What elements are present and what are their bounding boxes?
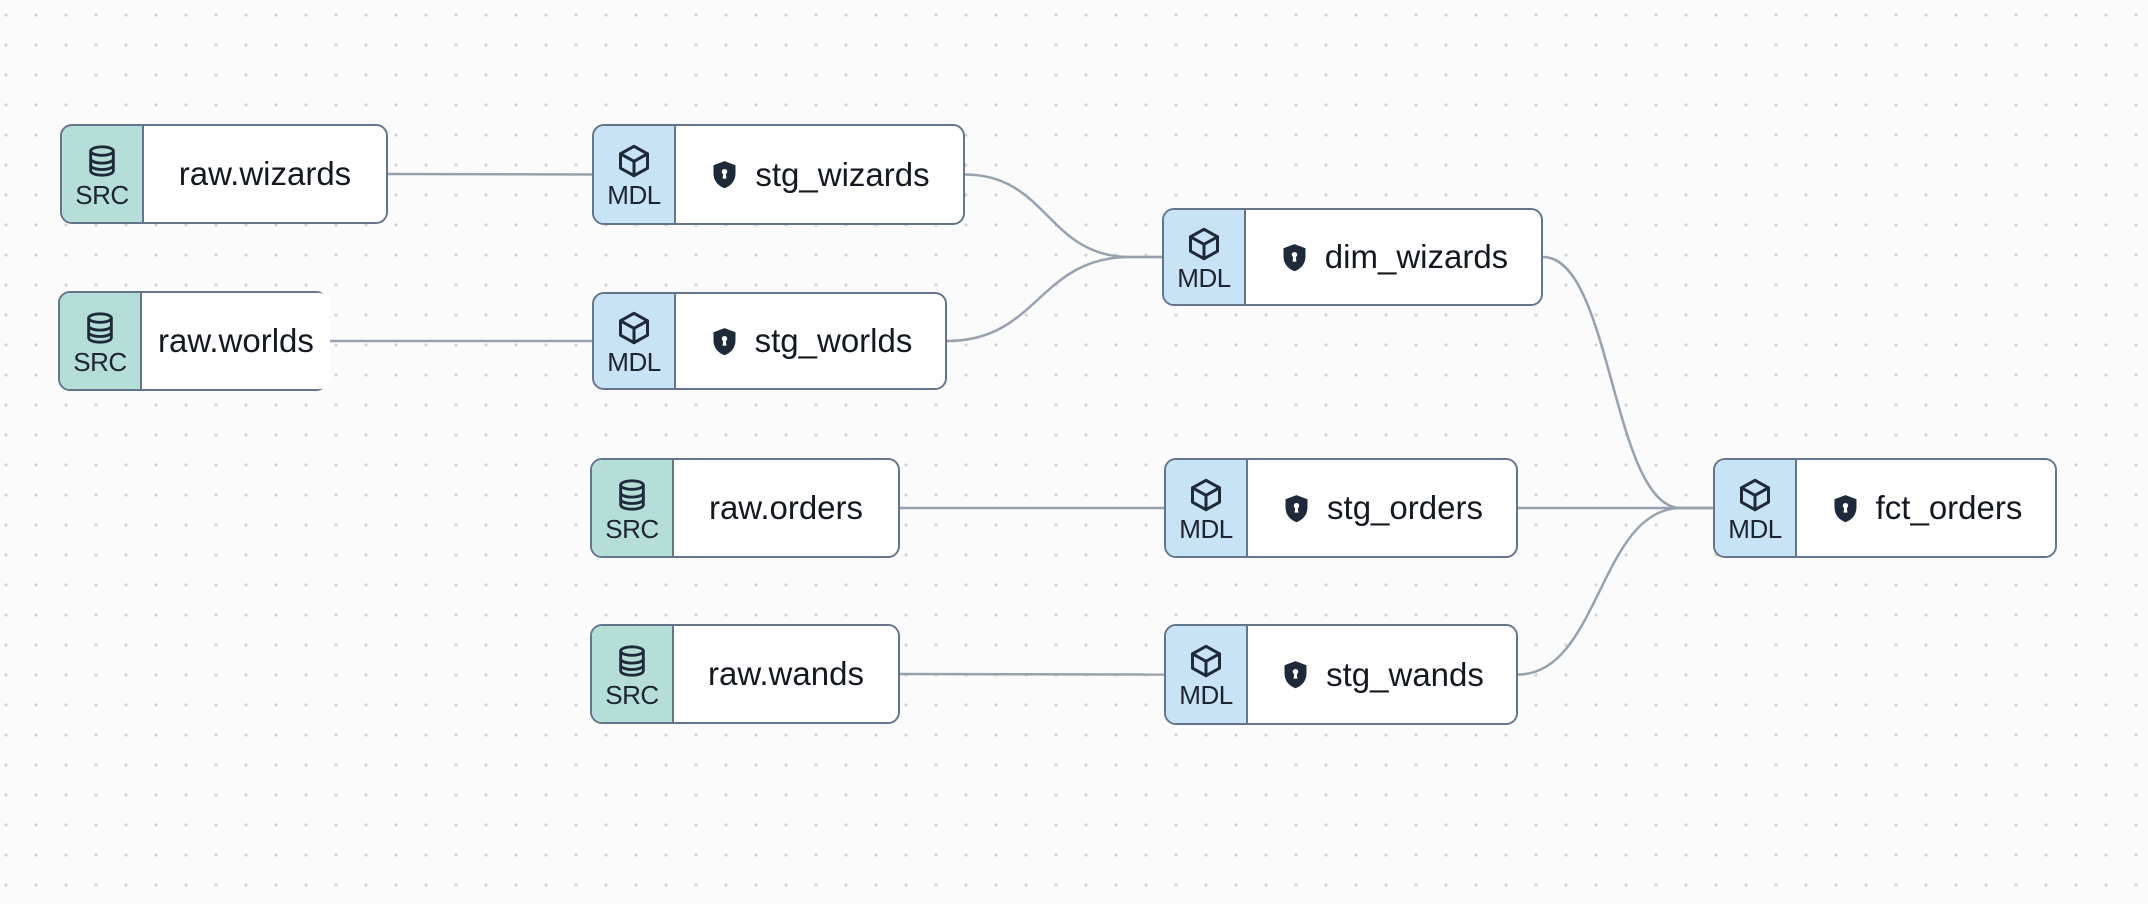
- shield-lock-icon: [1280, 659, 1311, 690]
- shield-lock-icon: [1830, 493, 1861, 524]
- node-name-label: raw.orders: [708, 489, 864, 526]
- database-icon: [615, 643, 649, 679]
- node-badge-src: SRC: [62, 126, 144, 222]
- node-stg_wands[interactable]: MDL stg_wands: [1164, 624, 1518, 725]
- node-badge-mdl: MDL: [594, 294, 676, 388]
- shield-lock-icon: [709, 159, 740, 190]
- cube-icon: [1188, 643, 1224, 679]
- node-kind-label: SRC: [605, 513, 659, 544]
- node-name-label: dim_wizards: [1324, 238, 1509, 275]
- node-name-label: stg_wands: [1326, 655, 1484, 693]
- database-icon: [83, 310, 117, 346]
- node-stg_worlds[interactable]: MDL stg_worlds: [592, 292, 947, 390]
- node-kind-label: MDL: [607, 346, 661, 377]
- node-badge-mdl: MDL: [1164, 210, 1246, 304]
- cube-icon: [1186, 226, 1222, 262]
- node-kind-label: MDL: [607, 180, 661, 210]
- node-kind-label: SRC: [73, 346, 127, 377]
- node-kind-label: SRC: [75, 179, 129, 210]
- node-kind-label: MDL: [1728, 513, 1782, 544]
- edge-dim_wizards-to-fct_orders: [1542, 255, 1713, 510]
- node-badge-mdl: MDL: [1715, 460, 1797, 556]
- shield-lock-icon: [1279, 242, 1310, 273]
- node-body: stg_orders: [1248, 460, 1516, 556]
- node-kind-label: MDL: [1179, 513, 1233, 544]
- node-stg_wizards[interactable]: MDL stg_wizards: [592, 124, 965, 225]
- node-body: raw.wizards: [144, 126, 386, 222]
- node-badge-mdl: MDL: [1166, 460, 1248, 556]
- node-kind-label: MDL: [1179, 680, 1233, 710]
- shield-lock-icon: [709, 326, 740, 357]
- node-stg_orders[interactable]: MDL stg_orders: [1164, 458, 1518, 558]
- node-body: raw.orders: [674, 460, 898, 556]
- cube-icon: [1188, 477, 1224, 513]
- node-raw.wizards[interactable]: SRC raw.wizards: [60, 124, 388, 224]
- node-badge-src: SRC: [592, 460, 674, 556]
- node-badge-mdl: MDL: [594, 126, 676, 223]
- node-kind-label: SRC: [605, 679, 659, 710]
- node-body: dim_wizards: [1246, 210, 1541, 304]
- edge-stg_worlds-to-dim_wizards: [946, 255, 1162, 343]
- shield-lock-icon: [1281, 493, 1312, 524]
- cube-icon: [616, 310, 652, 346]
- node-body: stg_wands: [1248, 626, 1516, 723]
- node-raw.wands[interactable]: SRC raw.wands: [590, 624, 900, 724]
- node-body: raw.worlds: [142, 293, 330, 389]
- node-badge-src: SRC: [592, 626, 674, 722]
- node-body: stg_wizards: [676, 126, 963, 223]
- node-fct_orders[interactable]: MDL fct_orders: [1713, 458, 2057, 558]
- node-badge-mdl: MDL: [1166, 626, 1248, 723]
- node-body: fct_orders: [1797, 460, 2055, 556]
- database-icon: [85, 143, 119, 179]
- node-body: stg_worlds: [676, 294, 945, 388]
- database-icon: [615, 477, 649, 513]
- edge-raw.wizards-to-stg_wizards: [387, 172, 593, 176]
- edge-stg_wizards-to-dim_wizards: [964, 173, 1162, 259]
- node-kind-label: MDL: [1177, 262, 1231, 293]
- node-name-label: stg_worlds: [754, 322, 913, 359]
- node-body: raw.wands: [674, 626, 898, 722]
- node-name-label: raw.wizards: [178, 155, 352, 192]
- edge-raw.wands-to-stg_wands: [899, 672, 1165, 676]
- node-dim_wizards[interactable]: MDL dim_wizards: [1162, 208, 1543, 306]
- node-raw.worlds[interactable]: SRC raw.worlds: [58, 291, 330, 391]
- edge-stg_wands-to-fct_orders: [1517, 506, 1713, 676]
- node-name-label: raw.wands: [708, 655, 864, 692]
- node-badge-src: SRC: [60, 293, 142, 389]
- cube-icon: [1737, 477, 1773, 513]
- node-name-label: stg_orders: [1327, 489, 1483, 526]
- cube-icon: [616, 143, 652, 179]
- node-name-label: raw.worlds: [158, 322, 314, 359]
- node-name-label: stg_wizards: [755, 155, 930, 193]
- node-raw.orders[interactable]: SRC raw.orders: [590, 458, 900, 558]
- node-name-label: fct_orders: [1875, 489, 2023, 526]
